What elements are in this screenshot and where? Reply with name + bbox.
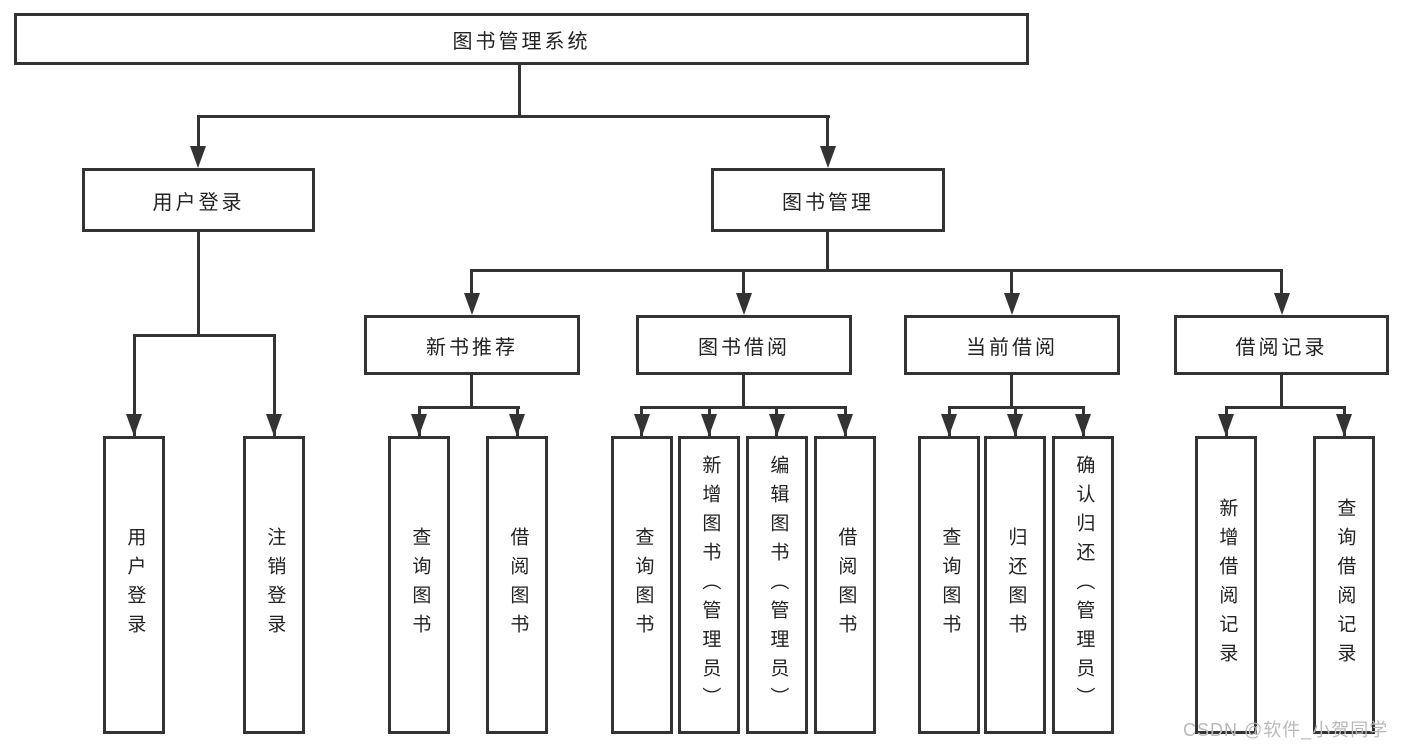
connector-line (418, 406, 520, 409)
connector-line (1010, 375, 1013, 409)
leaf-query-books-borrowing: 查询图书 (611, 436, 673, 734)
node-book-management: 图书管理 (711, 168, 945, 232)
node-label: 借阅图书 (507, 527, 529, 643)
leaf-logout: 注销登录 (243, 436, 305, 734)
arrowhead-down-icon (411, 414, 427, 436)
node-label: 编辑图书（管理员） (767, 454, 789, 716)
leaf-confirm-return-admin: 确认归还（管理员） (1052, 436, 1114, 734)
node-label: 归还图书 (1005, 527, 1027, 643)
connector-line (470, 269, 473, 299)
arrowhead-down-icon (820, 146, 836, 168)
node-label: 当前借阅 (966, 336, 1058, 359)
node-library-management-system: 图书管理系统 (14, 13, 1029, 65)
connector-line (1280, 375, 1283, 409)
arrowhead-down-icon (1004, 293, 1020, 315)
node-book-borrowing: 图书借阅 (636, 315, 852, 375)
node-label: 查询图书 (939, 527, 961, 643)
node-label: 新增借阅记录 (1216, 498, 1238, 672)
node-label: 新增图书（管理员） (699, 454, 721, 716)
node-label: 查询图书 (409, 527, 431, 643)
arrowhead-down-icon (701, 414, 717, 436)
arrowhead-down-icon (1218, 414, 1234, 436)
connector-line (742, 375, 745, 409)
connector-line (197, 115, 200, 150)
arrowhead-down-icon (266, 414, 282, 436)
leaf-query-borrow-record: 查询借阅记录 (1313, 436, 1375, 734)
node-label: 图书借阅 (698, 336, 790, 359)
leaf-add-book-admin: 新增图书（管理员） (678, 436, 740, 734)
arrowhead-down-icon (190, 146, 206, 168)
connector-line (826, 232, 829, 272)
connector-line (470, 375, 473, 409)
arrowhead-down-icon (1075, 414, 1091, 436)
connector-line (470, 269, 1283, 272)
csdn-watermark: CSDN @软件_小贺同学 (1183, 720, 1389, 740)
arrowhead-down-icon (464, 293, 480, 315)
node-label: 图书管理系统 (452, 30, 591, 53)
leaf-add-borrow-record: 新增借阅记录 (1195, 436, 1257, 734)
leaf-query-books-current: 查询图书 (918, 436, 980, 734)
node-borrowing-records: 借阅记录 (1174, 315, 1389, 375)
arrowhead-down-icon (941, 414, 957, 436)
connector-line (1010, 269, 1013, 299)
connector-line (742, 269, 745, 299)
arrowhead-down-icon (509, 414, 525, 436)
connector-line (1280, 269, 1283, 299)
arrowhead-down-icon (736, 293, 752, 315)
arrowhead-down-icon (1336, 414, 1352, 436)
node-label: 查询借阅记录 (1334, 498, 1356, 672)
arrowhead-down-icon (1274, 293, 1290, 315)
connector-line (197, 115, 830, 118)
connector-line (273, 334, 276, 436)
node-new-book-recommendation: 新书推荐 (364, 315, 580, 375)
node-label: 用户登录 (124, 527, 146, 643)
leaf-borrow-books-recommend: 借阅图书 (486, 436, 548, 734)
leaf-query-books-recommend: 查询图书 (388, 436, 450, 734)
node-label: 图书管理 (782, 191, 874, 214)
connector-line (640, 406, 846, 409)
node-user-login: 用户登录 (82, 168, 315, 232)
connector-line (518, 65, 521, 117)
connector-line (826, 115, 829, 150)
arrowhead-down-icon (1007, 414, 1023, 436)
node-current-borrowing: 当前借阅 (904, 315, 1120, 375)
node-label: 查询图书 (632, 527, 654, 643)
arrowhead-down-icon (634, 414, 650, 436)
node-label: 借阅图书 (835, 527, 857, 643)
node-label: 新书推荐 (426, 336, 518, 359)
node-label: 借阅记录 (1235, 336, 1328, 359)
leaf-edit-book-admin: 编辑图书（管理员） (746, 436, 808, 734)
leaf-return-books: 归还图书 (984, 436, 1046, 734)
leaf-borrow-books-borrowing: 借阅图书 (814, 436, 876, 734)
connector-line (197, 232, 200, 336)
connector-line (133, 334, 136, 436)
node-label: 确认归还（管理员） (1073, 454, 1095, 716)
arrowhead-down-icon (837, 414, 853, 436)
connector-line (1225, 406, 1346, 409)
leaf-user-login: 用户登录 (103, 436, 165, 734)
arrowhead-down-icon (769, 414, 785, 436)
arrowhead-down-icon (126, 414, 142, 436)
node-label: 注销登录 (264, 527, 286, 643)
node-label: 用户登录 (152, 191, 245, 214)
connector-line (133, 334, 276, 337)
